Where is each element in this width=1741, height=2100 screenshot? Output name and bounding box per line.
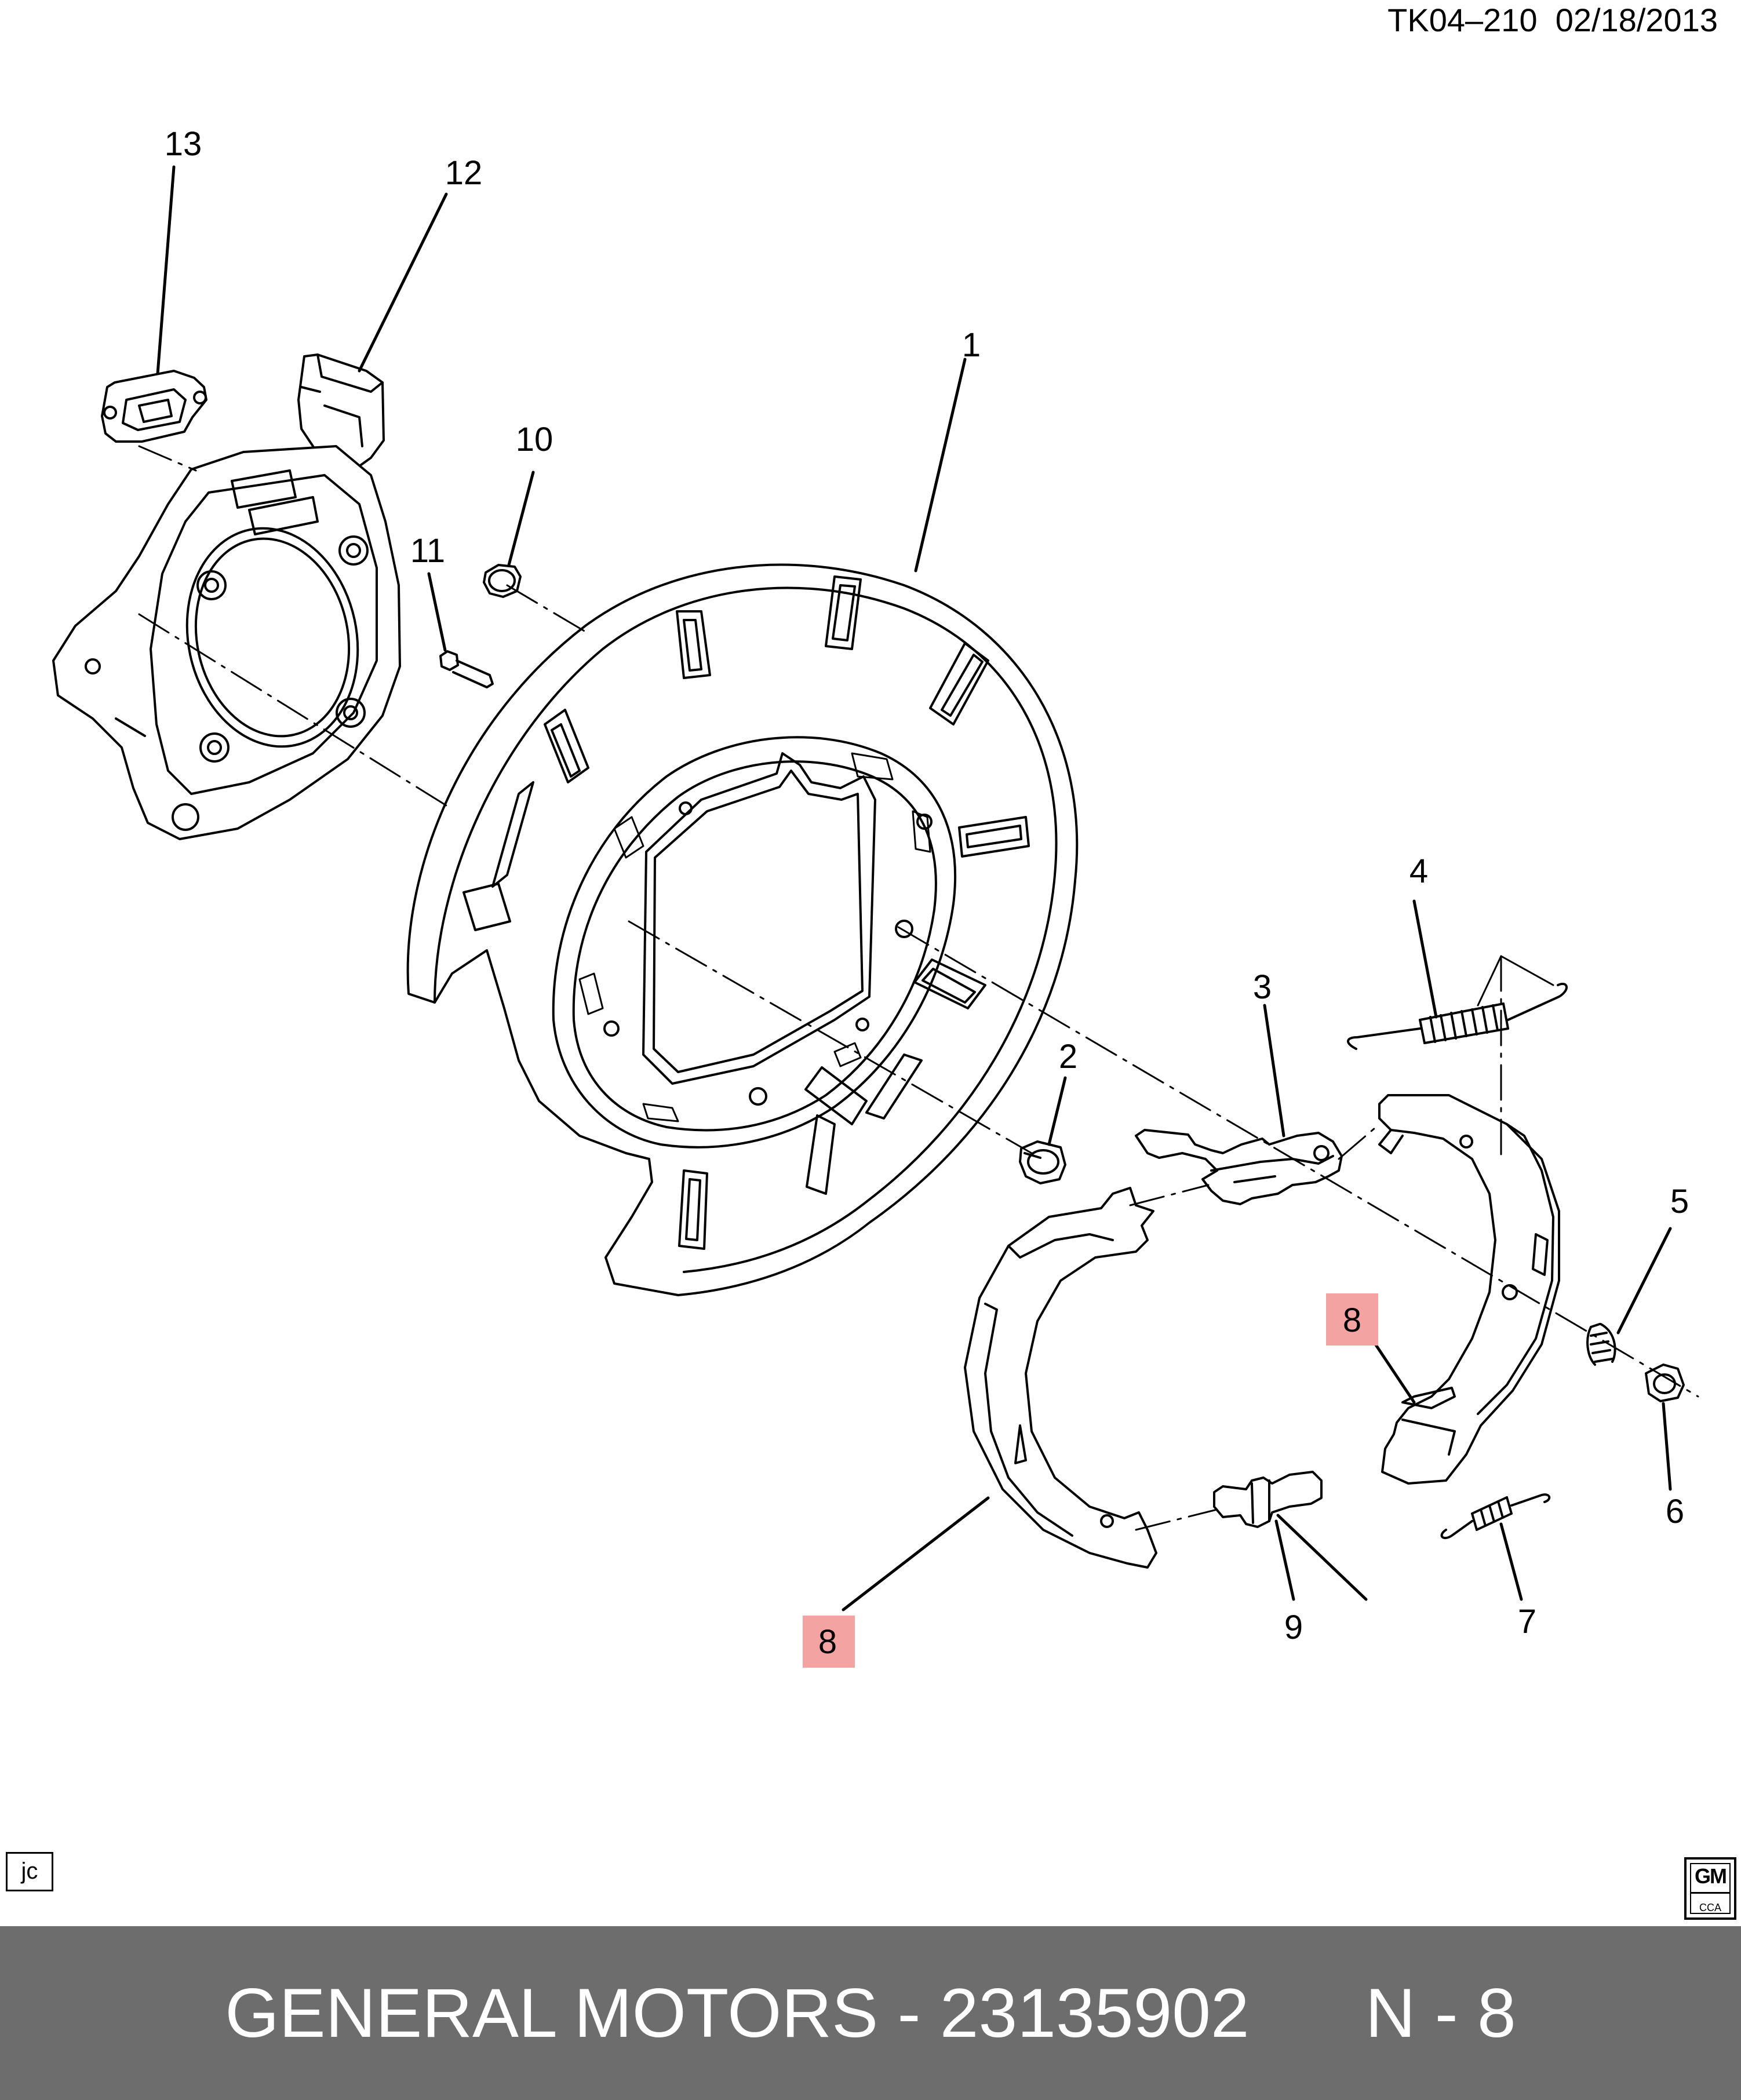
- callout-9: 9: [1284, 1609, 1303, 1646]
- callout-8-right: 8: [1343, 1301, 1361, 1339]
- centerline-13: [138, 445, 197, 472]
- part-7-spring: [1440, 1493, 1551, 1540]
- brake-shoe-left: [964, 1187, 1157, 1569]
- callout-3: 3: [1253, 968, 1272, 1006]
- exploded-view-svg: 13 12 1 10 11 4 3 2 5 8 6 7 9 8: [52, 125, 1699, 1668]
- leader-2: [1047, 1076, 1067, 1146]
- gm-logo-sub: CCA: [1699, 1902, 1721, 1913]
- leader-13: [156, 165, 176, 375]
- part-1-backing-plate: [406, 563, 1079, 1296]
- brake-shoe-right: [1378, 1094, 1560, 1485]
- footer-text: GENERAL MOTORS - 23135902 N - 8: [225, 1974, 1516, 2052]
- gm-logo: GM CCA: [1684, 1857, 1736, 1920]
- leader-5: [1616, 1227, 1672, 1335]
- guide-lines-4: [1477, 955, 1554, 1007]
- callout-13: 13: [165, 125, 202, 163]
- leader-11: [427, 572, 447, 652]
- highlight-8-right: [1326, 1293, 1378, 1346]
- part-13-bracket: [101, 370, 207, 443]
- leader-7: [1499, 1522, 1523, 1601]
- part-3-actuator: [1135, 1129, 1343, 1205]
- centerline-knuckle: [138, 613, 447, 807]
- gm-logo-frame: [1690, 1863, 1731, 1914]
- centerline-2: [628, 920, 1033, 1154]
- gm-logo-text: GM: [1695, 1864, 1727, 1888]
- part-9-adjuster: [1213, 1471, 1323, 1528]
- callout-12: 12: [445, 154, 483, 192]
- callout-10: 10: [516, 421, 553, 458]
- part-11-bolt: [439, 650, 494, 688]
- centerline-9: [1135, 1508, 1218, 1531]
- initials-badge: jc: [6, 1852, 53, 1891]
- gm-logo-rule: [1691, 1892, 1729, 1894]
- leader-3: [1263, 1004, 1285, 1138]
- centerline-3b: [1338, 1123, 1381, 1160]
- callout-6: 6: [1666, 1493, 1684, 1530]
- callout-4: 4: [1409, 852, 1428, 890]
- leader-8-left: [842, 1496, 990, 1612]
- leader-1: [914, 358, 967, 573]
- part-4-spring: [1347, 983, 1568, 1050]
- drawing-id: TK04–210: [1387, 2, 1538, 38]
- leader-4: [1412, 899, 1438, 1019]
- callout-2: 2: [1059, 1038, 1077, 1075]
- drawing-date: 02/18/2013: [1555, 2, 1718, 38]
- leader-12: [358, 192, 448, 373]
- part-2-bolt: [1019, 1140, 1066, 1184]
- leader-6: [1662, 1402, 1672, 1491]
- callout-5: 5: [1670, 1183, 1689, 1220]
- part-12-bracket-plate: [297, 353, 385, 471]
- centerline-3a: [1129, 1184, 1210, 1206]
- highlight-8-left: [803, 1616, 855, 1668]
- leader-8-upper: [1276, 1514, 1368, 1601]
- drawing-header: TK04–210 02/18/2013: [1387, 1, 1718, 39]
- callout-7: 7: [1518, 1603, 1536, 1640]
- leader-9: [1274, 1519, 1295, 1601]
- leader-10: [507, 471, 535, 567]
- centerline-main: [897, 926, 1699, 1398]
- knuckle-plate: [52, 445, 401, 840]
- part-5-spring: [1586, 1323, 1616, 1366]
- centerline-10: [506, 584, 587, 633]
- callout-1: 1: [962, 326, 981, 364]
- callout-8-left: 8: [818, 1623, 837, 1661]
- part-10-nut: [483, 564, 522, 598]
- footer-bar: GENERAL MOTORS - 23135902 N - 8: [0, 1926, 1741, 2100]
- callout-11: 11: [410, 532, 445, 570]
